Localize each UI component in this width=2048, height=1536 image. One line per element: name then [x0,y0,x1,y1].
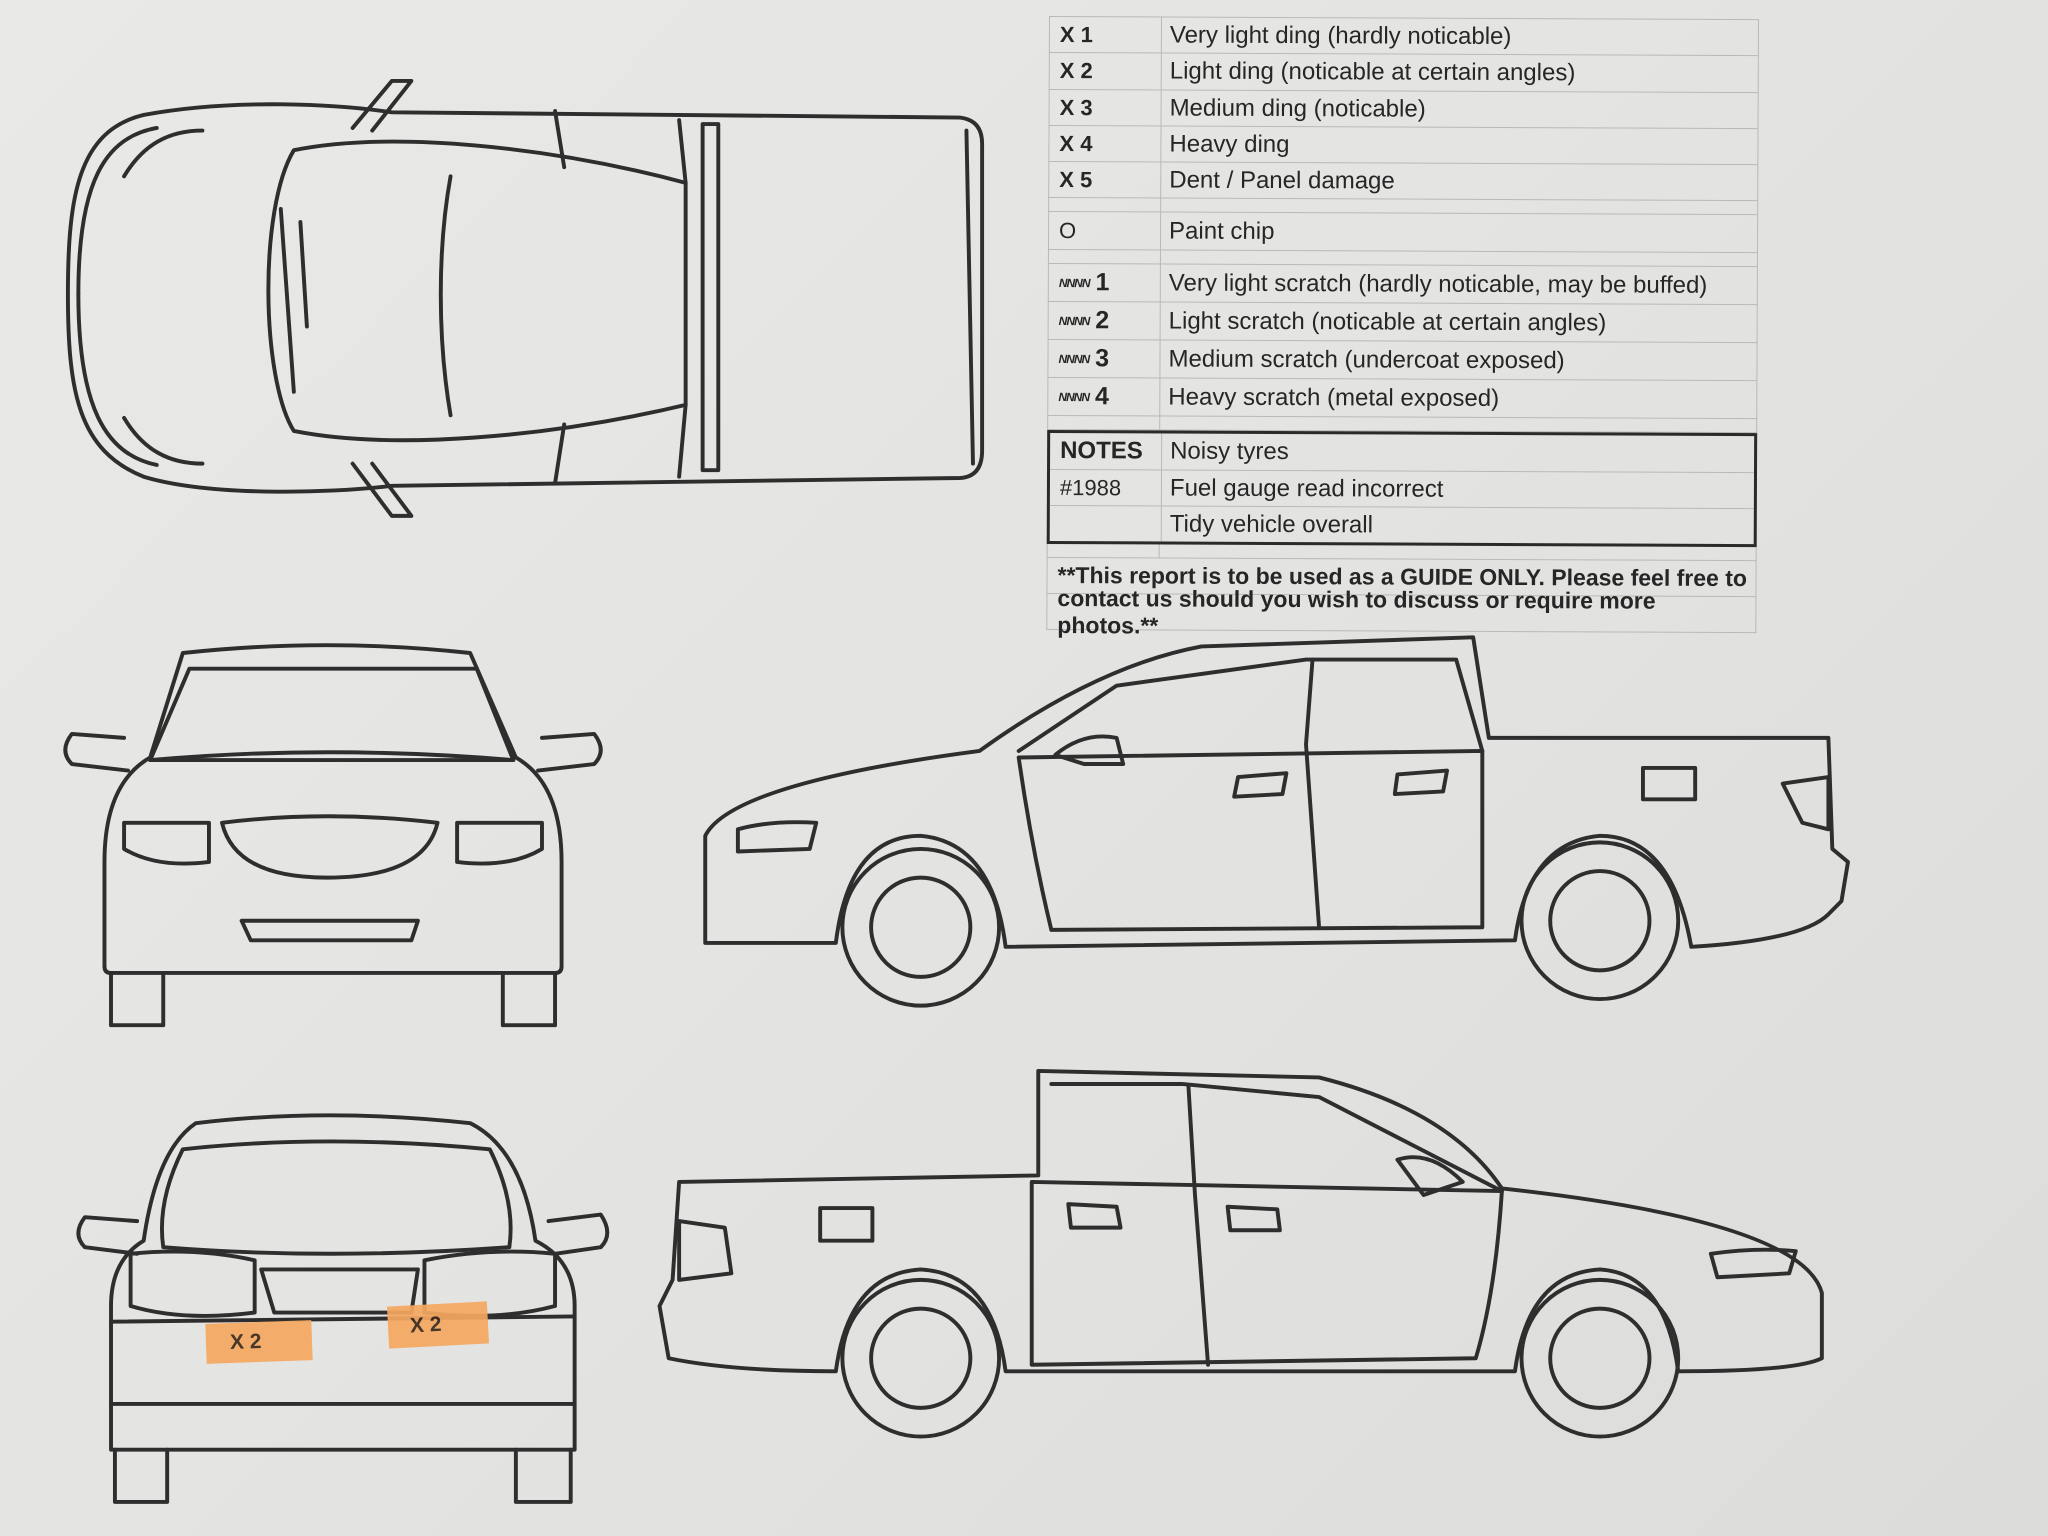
scratch-symbol: NNNN [1058,275,1090,290]
legend-desc: Light ding (noticable at certain angles) [1169,57,1576,87]
legend-desc: Heavy ding [1169,130,1290,158]
scratch-level: 2 [1095,306,1110,335]
legend-desc: Very light scratch (hardly noticable, ma… [1168,269,1708,299]
legend-code: X 4 [1049,126,1162,162]
front-view-diagram [63,643,603,1028]
legend-code: X 5 [1049,162,1162,198]
scratch-level: 1 [1095,268,1110,297]
notes-label: NOTES [1050,433,1163,470]
legend-code: O [1048,212,1162,250]
top-view-diagram [65,79,985,518]
note-item: Tidy vehicle overall [1169,510,1374,538]
legend-row-scratch-3: NNNN 3 Medium scratch (undercoat exposed) [1047,339,1758,382]
legend-desc: Medium scratch (undercoat exposed) [1168,345,1565,374]
legend-desc: Very light ding (hardly noticable) [1169,21,1512,50]
legend-code: X 2 [1049,53,1162,90]
legend-row-scratch-2: NNNN 2 Light scratch (noticable at certain… [1047,301,1758,344]
legend-desc: Light scratch (noticable at certain angl… [1168,307,1607,336]
rear-view-diagram [76,1113,610,1504]
damage-mark-rear-right: X 2 [386,1301,490,1349]
scratch-level: 4 [1094,382,1109,411]
scratch-symbol: NNNN [1058,313,1090,328]
note-item: Noisy tyres [1170,437,1289,466]
notes-ref: #1988 [1049,470,1163,506]
legend-desc: Dent / Panel damage [1169,166,1395,195]
legend-code: X 3 [1049,90,1162,126]
legend-desc: Medium ding (noticable) [1169,94,1426,123]
legend-desc: Paint chip [1169,217,1275,245]
legend-desc: Heavy scratch (metal exposed) [1168,383,1500,412]
disclaimer-line-2: contact us should you wish to discuss or… [1057,584,1656,638]
legend-row-scratch-4: NNNN 4 Heavy scratch (metal exposed) [1047,377,1758,420]
legend-row-scratch-1: NNNN 1 Very light scratch (hardly noticabl… [1047,263,1758,306]
damage-mark-rear-left: X 2 [205,1320,313,1364]
scratch-symbol: NNNN [1058,389,1090,404]
scratch-level: 3 [1095,344,1110,373]
right-side-view-diagram [703,635,1850,1008]
note-item: Fuel gauge read incorrect [1169,474,1444,503]
left-side-view-diagram [657,1068,1824,1439]
legend-code: X 1 [1049,17,1162,53]
scratch-symbol: NNNN [1058,351,1090,366]
